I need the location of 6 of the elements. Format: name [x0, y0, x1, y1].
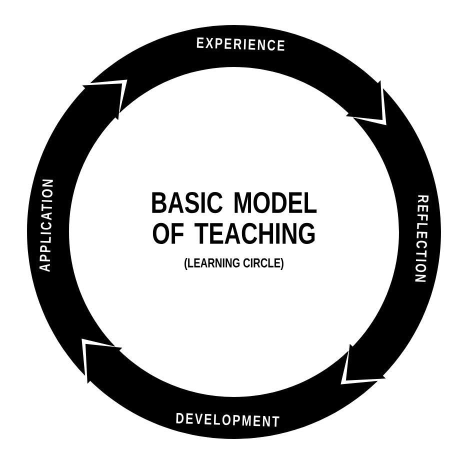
arrow-band: EXPERIENCE	[90, 25, 383, 120]
title: BASIC MODEL OF TEACHING	[152, 192, 317, 244]
arrow-band: DEVELOPMENT	[85, 344, 378, 439]
subtitle: (LEARNING CIRCLE)	[184, 258, 284, 270]
arrow-band: APPLICATION	[27, 83, 122, 376]
arrow-band: REFLECTION	[346, 88, 441, 381]
